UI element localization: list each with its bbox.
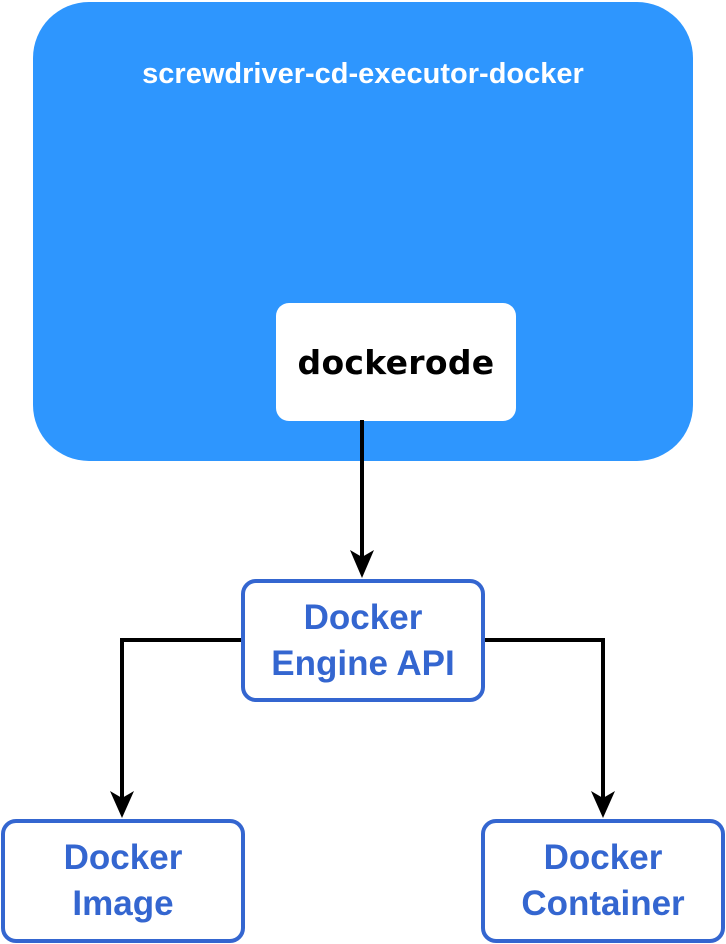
docker-engine-api-label: Docker Engine API [271, 597, 455, 683]
docker-container-label: Docker Container [521, 838, 685, 923]
dockerode-label: dockerode [297, 342, 495, 382]
edge-engine-to-container [485, 638, 605, 800]
docker-image-node[interactable]: Docker Image [1, 819, 245, 943]
dockerode-node[interactable]: dockerode [276, 303, 516, 421]
edge-engine-to-image-arrowhead [110, 791, 134, 818]
docker-image-label: Docker Image [63, 838, 183, 923]
edge-engine-to-container-arrowhead [591, 791, 615, 818]
docker-engine-api-node[interactable]: Docker Engine API [241, 579, 485, 702]
executor-container: screwdriver-cd-executor-docker dockerode [33, 2, 693, 461]
executor-title: screwdriver-cd-executor-docker [142, 58, 584, 90]
edge-dockerode-to-engine-arrowhead [350, 550, 374, 578]
edge-engine-to-image [120, 638, 241, 800]
docker-container-node[interactable]: Docker Container [481, 819, 725, 943]
